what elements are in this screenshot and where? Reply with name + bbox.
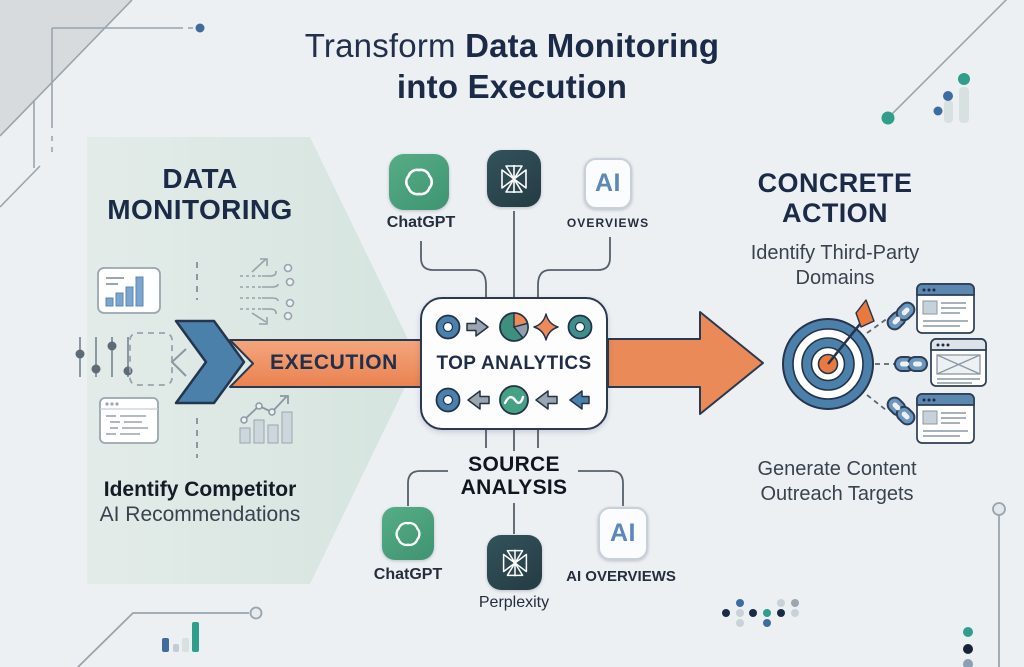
link-icon — [894, 356, 928, 372]
link-icon — [886, 301, 916, 331]
data-monitoring-heading-line1: DATA — [162, 163, 238, 194]
analytics-icon-row-top — [435, 312, 593, 342]
small-chevron-left-icon — [170, 348, 187, 377]
target-bullseye-icon — [782, 299, 875, 410]
chatgpt-logo-icon — [395, 521, 421, 546]
execution-ribbon — [229, 339, 422, 388]
mini-growth-bars-icon — [933, 73, 970, 123]
link-icon — [886, 396, 916, 426]
execution-ribbon-label: EXECUTION — [270, 351, 398, 374]
generate-outreach-line2: Outreach Targets — [760, 483, 914, 505]
identify-domains-caption: Identify Third-Party Domains — [716, 241, 954, 291]
identify-domains-line2: Domains — [795, 267, 875, 289]
dashed-frame-icon — [129, 332, 173, 386]
target-link-dashed-lines — [866, 317, 896, 411]
wave-circle-icon — [499, 385, 529, 415]
perplexity-logo-icon — [502, 549, 527, 576]
ai-badge-text: AI — [595, 169, 621, 197]
chatgpt-logo-icon — [405, 168, 433, 196]
ai-overviews-icon: AI — [598, 507, 648, 560]
blue-chevron-arrow — [174, 319, 246, 405]
bottom-left-corner-decoration — [77, 606, 263, 667]
concrete-action-heading-line1: CONCRETE — [757, 168, 913, 198]
left-caption: Identify Competitor AI Recommendations — [58, 477, 342, 527]
webpage-window-icon — [916, 393, 975, 444]
data-stream-circuit-icon — [240, 258, 295, 325]
concrete-action-heading-line2: ACTION — [782, 198, 888, 228]
arrow-right-icon — [466, 317, 489, 337]
top-right-corner-decoration — [881, 0, 1008, 125]
top-tool-connectors — [420, 211, 611, 297]
trend-chart-icon — [239, 395, 293, 444]
chatgpt-label-bottom: ChatGPT — [373, 566, 443, 583]
code-window-icon — [99, 397, 159, 444]
source-analysis-heading-line1: SOURCE — [468, 453, 560, 476]
webpage-window-icon — [916, 283, 975, 334]
pie-chart-icon — [499, 312, 529, 342]
arrow-left-icon — [535, 390, 558, 410]
left-caption-regular: AI Recommendations — [99, 503, 301, 526]
webpage-window-icon — [930, 338, 987, 387]
ai-overviews-icon: AI — [584, 158, 632, 209]
page-title: Transform Data Monitoring — [0, 27, 1024, 65]
arrow-left-icon — [467, 390, 490, 410]
perplexity-icon — [487, 535, 542, 590]
chatgpt-icon — [382, 507, 434, 560]
concrete-action-heading: CONCRETE ACTION — [728, 168, 942, 228]
spark-diamond-icon — [533, 313, 559, 341]
identify-domains-line1: Identify Third-Party — [750, 242, 920, 264]
perplexity-label: Perplexity — [478, 594, 550, 611]
overviews-label-top: OVERVIEWS — [566, 216, 650, 230]
right-edge-decoration — [963, 502, 1006, 667]
top-analytics-title: TOP ANALYTICS — [436, 352, 592, 374]
page-title-line2: into Execution — [396, 68, 628, 105]
data-monitoring-heading: DATA MONITORING — [70, 163, 330, 225]
perplexity-logo-icon — [501, 164, 527, 193]
left-caption-bold: Identify Competitor — [103, 478, 297, 501]
ai-overviews-label-bottom: AI OVERVIEWS — [566, 568, 676, 585]
source-analysis-heading: SOURCE ANALYSIS — [433, 453, 595, 499]
title-regular: Transform — [304, 27, 466, 64]
top-analytics-box: TOP ANALYTICS — [420, 297, 608, 430]
title-bold: Data Monitoring — [465, 27, 720, 64]
ai-badge-text: AI — [610, 519, 636, 547]
generate-outreach-line1: Generate Content — [757, 458, 917, 480]
top-left-corner-decoration — [0, 0, 205, 208]
mini-bar-chart-icon — [162, 622, 199, 652]
source-analysis-heading-line2: ANALYSIS — [460, 476, 568, 499]
execution-output-arrow — [607, 311, 764, 415]
chatgpt-icon — [389, 154, 449, 210]
arrow-left-icon — [569, 390, 590, 410]
data-monitoring-heading-line2: MONITORING — [107, 194, 293, 225]
blue-node-dot — [195, 23, 205, 33]
generate-outreach-caption: Generate Content Outreach Targets — [722, 457, 952, 507]
analytics-icon-row-bottom — [435, 385, 590, 415]
bottom-right-dot-cluster — [722, 599, 799, 627]
bar-chart-card-icon — [97, 267, 161, 314]
perplexity-icon — [487, 150, 541, 207]
chatgpt-label-top: ChatGPT — [386, 214, 456, 231]
source-analysis-connectors — [407, 430, 624, 534]
